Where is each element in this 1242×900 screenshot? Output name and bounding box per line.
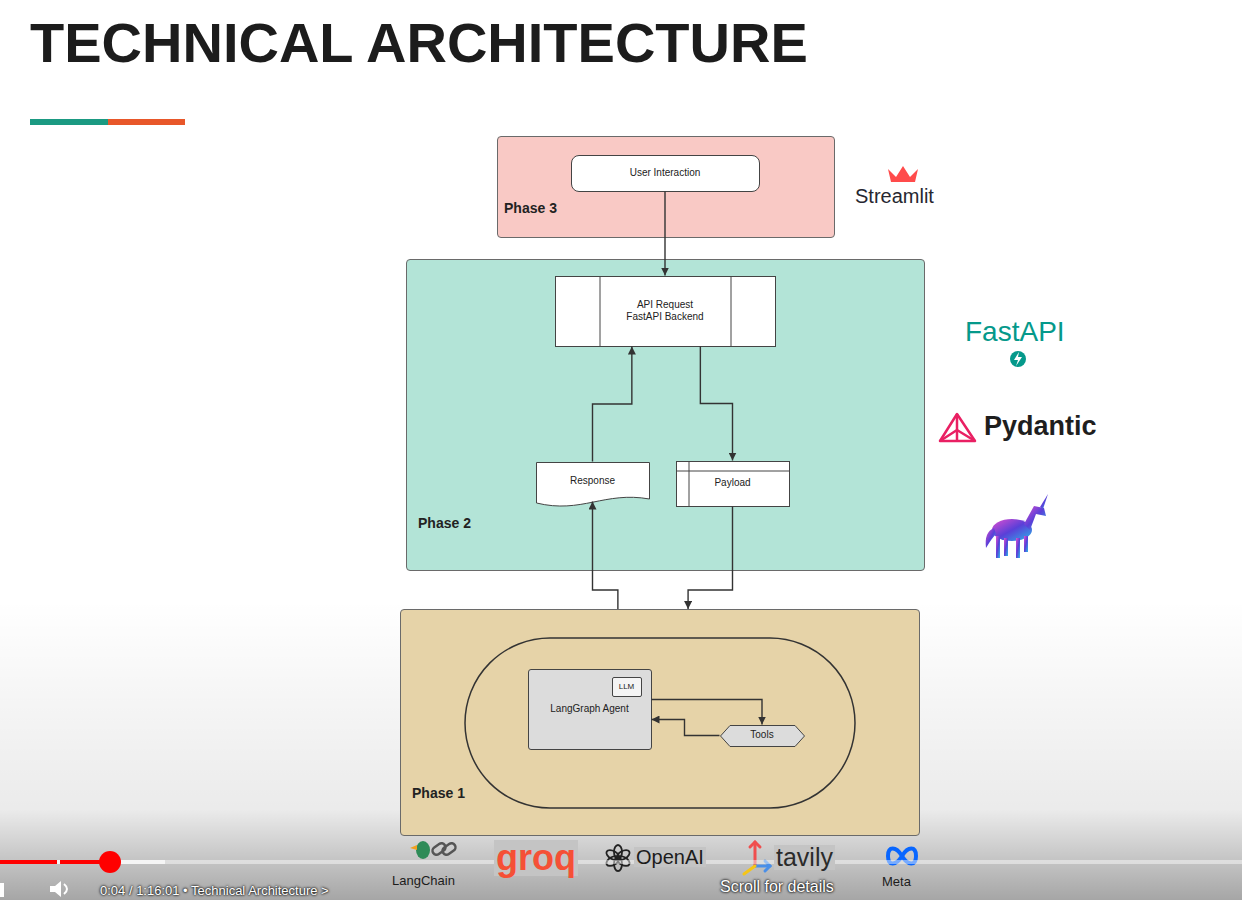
label-slot: groq: [494, 840, 578, 876]
agent-loop-outline: [465, 638, 855, 808]
logo-label: Streamlit: [855, 186, 934, 206]
label-slot: Scroll for details: [720, 878, 834, 896]
logo-label: 0:04 / 1:16:01 • Technical Architecture …: [100, 884, 329, 897]
title-slot: TECHNICAL ARCHITECTURE: [30, 15, 808, 71]
label-slot: Pydantic: [984, 413, 1097, 440]
streamlit-logo: [888, 166, 918, 182]
logo-label: groq: [494, 840, 578, 876]
phase-label: Phase 2: [418, 515, 471, 532]
node-label: Response: [570, 475, 615, 488]
title-underline: [108, 119, 185, 125]
progress-buffer: [0, 860, 165, 864]
pydantic-logo: [940, 414, 975, 441]
phase-band: Phase 3 User Interaction: [497, 136, 835, 238]
phase-band: Phase 1 LangGraph Agent LLM Tools: [400, 609, 920, 836]
storage-box: Payload: [676, 461, 790, 507]
phase-band: Phase 2 API Request FastAPI BackendRespon…: [406, 259, 925, 571]
hexagon-outline: [720, 725, 804, 746]
process-side-bar: [599, 277, 600, 346]
label-slot: LangChain: [392, 871, 455, 889]
label-slot: FastAPI: [965, 318, 1065, 346]
label-slot: tavily: [774, 845, 835, 870]
node-label: API Request FastAPI Backend: [619, 299, 711, 324]
volume-icon: [50, 881, 67, 897]
phase-label: Phase 3: [504, 200, 557, 217]
process-side-bar: [730, 277, 731, 346]
document-outline: [536, 462, 649, 506]
video-shade: [0, 600, 1242, 900]
storage-line: [677, 470, 789, 471]
label-slot: 0:04 / 1:16:01 • Technical Architecture …: [100, 881, 329, 899]
fastapi-logo: [1010, 351, 1026, 367]
progress-handle: [99, 851, 121, 873]
node-label: Tools: [750, 729, 773, 742]
logo-label: FastAPI: [965, 318, 1065, 346]
node-label: User Interaction: [630, 167, 701, 180]
player-button: [0, 883, 4, 897]
tools-hexagon: Tools: [720, 725, 805, 747]
agent-loop-outline: [464, 637, 856, 809]
document-shape: Response: [536, 462, 650, 508]
logo-label: Scroll for details: [720, 879, 834, 895]
logo-label: LangChain: [392, 874, 455, 887]
progress-played: [0, 860, 57, 864]
label-slot: Streamlit: [855, 186, 934, 207]
logo-label: Meta: [882, 875, 911, 888]
phase-label: Phase 1: [412, 785, 465, 802]
langchain-logo: [410, 841, 457, 859]
logo-label: tavily: [774, 845, 835, 870]
node-label: LangGraph Agent: [550, 703, 628, 716]
openai-logo: [605, 845, 632, 871]
title-underline: [30, 119, 108, 125]
logo-label: OpenAI: [634, 847, 706, 867]
node-label: LLM: [619, 682, 635, 692]
agent-box: LangGraph Agent LLM: [528, 669, 652, 750]
tavily-logo: [744, 842, 770, 874]
node-label: Payload: [714, 477, 750, 490]
process-box: User Interaction: [571, 155, 760, 192]
storage-line: [688, 462, 689, 506]
label-slot: Meta: [882, 872, 911, 890]
progress-track: [0, 860, 1242, 864]
logo-label: Pydantic: [984, 413, 1097, 440]
llm-badge: LLM: [612, 677, 642, 697]
slide-title: TECHNICAL ARCHITECTURE: [30, 15, 808, 71]
uvicorn-logo: [986, 494, 1048, 558]
label-slot: OpenAI: [634, 847, 706, 868]
fastapi-logo: [1014, 352, 1022, 366]
predefined-process-box: API Request FastAPI Backend: [555, 276, 776, 347]
